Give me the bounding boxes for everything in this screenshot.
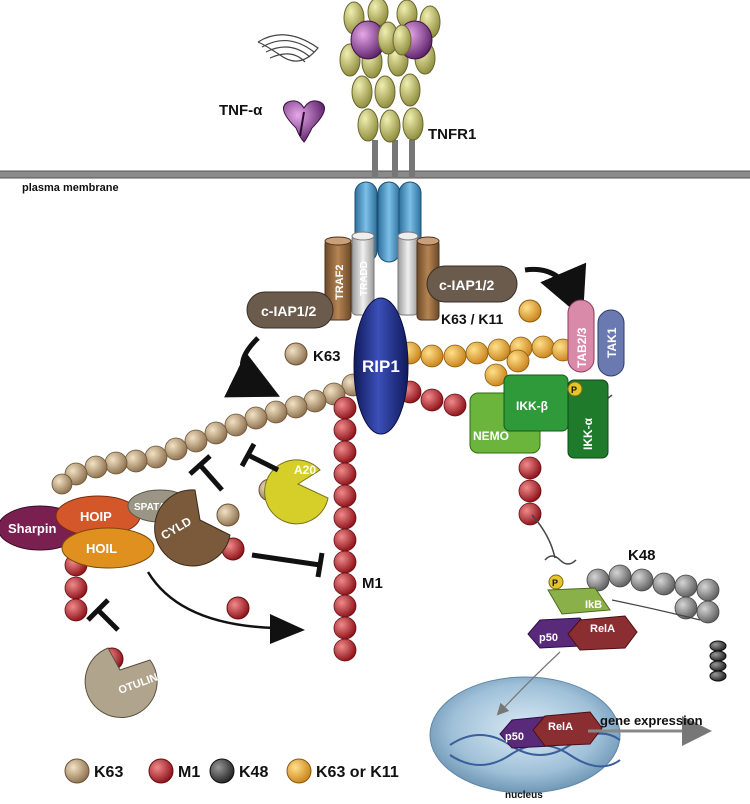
legend-k48-label: K48 <box>239 764 268 781</box>
legend-k63-or-k11-swatch <box>286 758 312 784</box>
k63-ubiquitin <box>284 342 308 366</box>
tab23-label: TAB2/3 <box>575 327 589 368</box>
otulin-protein <box>84 647 158 719</box>
proteasome-icon <box>709 640 727 682</box>
traf2-protein <box>324 236 352 321</box>
cyld-protein <box>154 489 231 567</box>
ciap-right-label: c-IAP1/2 <box>439 277 494 293</box>
ikkb-label: IKK-β <box>516 399 548 413</box>
rela-nuclear-protein <box>532 711 603 747</box>
ciap-to-tab-arrow <box>524 262 587 319</box>
lubac-to-m1-arrow <box>146 571 276 630</box>
gene-expression-label: gene expression <box>600 713 703 728</box>
ciap-right-protein <box>426 265 518 303</box>
tnf-alpha-trimer <box>283 100 325 143</box>
sharpin-label: Sharpin <box>8 521 56 536</box>
k63-chain <box>51 373 365 495</box>
tak1-label: TAK1 <box>605 327 619 358</box>
tradd-protein-right <box>397 231 419 316</box>
m1-label: M1 <box>362 575 383 592</box>
rela-nuclear-label: RelA <box>548 721 573 733</box>
k48-chain <box>586 564 720 624</box>
legend-k63-label: K63 <box>94 764 123 781</box>
tnfr1-receptor <box>339 0 441 178</box>
a20-protein <box>264 459 329 525</box>
ciap-left-protein <box>246 291 334 329</box>
legend-m1-swatch <box>148 758 174 784</box>
tnf-alpha-label: TNF-α <box>219 102 263 119</box>
k48-label: K48 <box>628 547 656 564</box>
hoil-protein <box>61 527 155 569</box>
rip1-label: RIP1 <box>362 357 400 376</box>
rela-protein <box>567 615 638 651</box>
legend-k63-or-k11-label: K63 or K11 <box>316 764 399 781</box>
k63-ubiquitin-cyld <box>216 503 240 527</box>
ikk-phospho-badge <box>567 381 583 397</box>
ciap-left-label: c-IAP1/2 <box>261 303 316 319</box>
legend-k63-swatch <box>64 758 90 784</box>
tak1-protein <box>597 309 625 377</box>
ciap-to-k63-arrow <box>224 336 280 398</box>
lubac-arrowhead <box>270 614 305 644</box>
nemo-label: NEMO <box>473 429 509 443</box>
k63-label: K63 <box>313 348 341 365</box>
a20-label: A20 <box>294 463 316 477</box>
inhibition-markers <box>86 442 325 632</box>
k63-k11-ubiquitin <box>518 299 542 323</box>
hoil-label: HOIL <box>86 541 117 556</box>
ikk-phospho-label: P <box>571 385 577 395</box>
ikb-phospho-arrow-icon <box>544 555 577 565</box>
tradd-label: TRADD <box>359 261 370 296</box>
ikb-protein <box>547 587 611 615</box>
rela-label: RelA <box>590 623 615 635</box>
tab23-protein <box>567 299 595 373</box>
legend-k48-swatch <box>209 758 235 784</box>
tnf-ribbon-icon <box>257 34 319 63</box>
p50-label: p50 <box>539 632 558 644</box>
ikka-protein <box>567 379 609 459</box>
ikb-phospho-badge <box>548 574 564 590</box>
k48-to-proteasome-arrow <box>611 599 701 621</box>
ikb-label: IkB <box>585 599 602 611</box>
ikb-phospho-label: P <box>552 578 558 588</box>
nfkb-translocation-arrow <box>496 651 561 716</box>
legend: K63 M1 K48 K63 or K11 <box>64 758 399 784</box>
ikk-to-ikb-arrow <box>531 514 556 559</box>
ikka-label: IKK-α <box>581 417 595 450</box>
nucleus-label: nucleus <box>505 790 543 801</box>
m1-ubiquitin-free <box>226 596 250 620</box>
m1-chain <box>333 396 357 662</box>
traf2-label: TRAF2 <box>334 265 346 300</box>
rip1-protein <box>353 297 409 435</box>
spata2-label: SPATA2 <box>134 502 172 513</box>
k63-k11-label: K63 / K11 <box>441 311 503 327</box>
p50-nuclear-label: p50 <box>505 731 524 743</box>
hoip-label: HOIP <box>80 509 112 524</box>
legend-m1-label: M1 <box>178 764 200 781</box>
tnfr1-label: TNFR1 <box>428 126 476 143</box>
plasma-membrane-label: plasma membrane <box>22 182 119 194</box>
